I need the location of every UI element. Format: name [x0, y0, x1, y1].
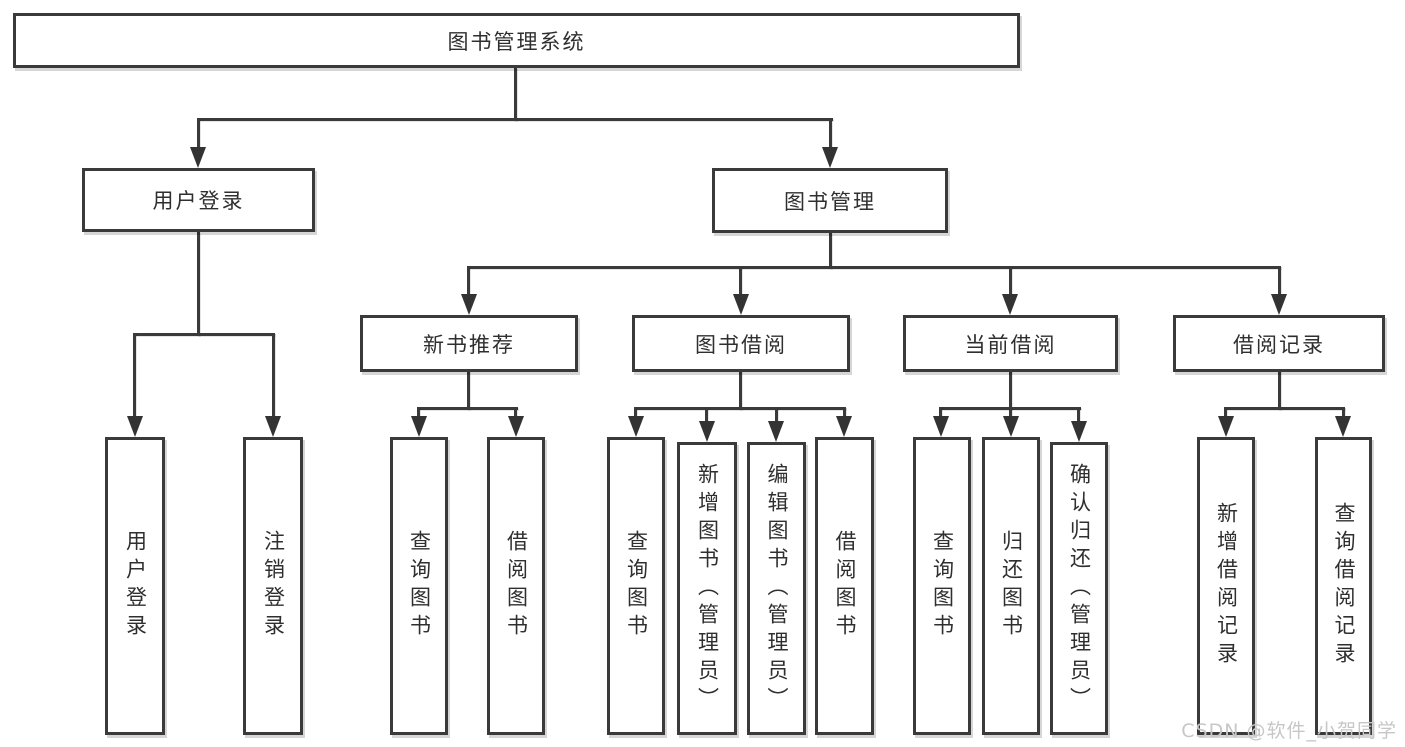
connector-line	[467, 266, 470, 298]
connector-line	[739, 266, 742, 298]
node-label: 图书管理系统	[447, 29, 586, 54]
node-root-book-management-system: 图书管理系统	[13, 13, 1020, 68]
connector-line	[1009, 266, 1012, 298]
arrowhead-down-icon	[1335, 416, 1351, 437]
leaf-query-borrow-record: 查询借阅记录	[1315, 437, 1372, 735]
leaf-query-books: 查询图书	[913, 437, 971, 735]
leaf-query-books: 查询图书	[390, 437, 448, 735]
node-label: 借阅图书	[504, 530, 529, 642]
arrowhead-down-icon	[508, 416, 524, 437]
connector-line	[197, 232, 200, 336]
node-label: 归还图书	[999, 530, 1024, 642]
node-label: 图书借阅	[695, 332, 787, 357]
node-book-management: 图书管理	[712, 168, 948, 233]
arrowhead-down-icon	[733, 294, 749, 315]
connector-bus	[467, 266, 1281, 269]
node-label: 用户登录	[123, 530, 148, 642]
leaf-add-books-admin: 新增图书（管理员）	[677, 442, 737, 735]
node-book-borrowing: 图书借阅	[632, 315, 850, 372]
connector-line	[843, 407, 846, 421]
leaf-query-books: 查询图书	[607, 437, 665, 735]
arrowhead-down-icon	[190, 147, 206, 168]
arrowhead-down-icon	[628, 416, 644, 437]
node-label: 当前借阅	[964, 332, 1057, 357]
leaf-borrow-books: 借阅图书	[487, 437, 545, 735]
arrowhead-down-icon	[1003, 416, 1019, 437]
connector-line	[939, 407, 942, 421]
node-label: 借阅图书	[833, 530, 857, 642]
connector-line	[829, 233, 832, 269]
arrowhead-down-icon	[699, 421, 715, 442]
connector-line	[467, 371, 470, 410]
leaf-borrow-books: 借阅图书	[815, 437, 874, 735]
arrowhead-down-icon	[1071, 421, 1087, 442]
arrowhead-down-icon	[933, 416, 949, 437]
connector-line	[634, 407, 637, 421]
connector-line	[829, 118, 832, 152]
connector-line	[705, 407, 708, 421]
arrowhead-down-icon	[1271, 294, 1287, 315]
node-label: 查询借阅记录	[1332, 502, 1356, 670]
connector-line	[1009, 407, 1012, 421]
connector-line	[1224, 407, 1227, 421]
leaf-confirm-return-admin: 确认归还（管理员）	[1050, 442, 1108, 735]
connector-line	[1077, 407, 1080, 421]
arrowhead-down-icon	[411, 416, 427, 437]
node-label: 新增借阅记录	[1214, 502, 1239, 670]
node-label: 查询图书	[624, 530, 649, 642]
node-label: 图书管理	[784, 189, 876, 214]
connector-line	[514, 68, 517, 121]
leaf-edit-books-admin: 编辑图书（管理员）	[747, 442, 806, 735]
leaf-return-books: 归还图书	[982, 437, 1040, 735]
leaf-logout: 注销登录	[243, 437, 303, 735]
node-label: 确认归还（管理员）	[1067, 462, 1092, 715]
node-label: 新书推荐	[423, 332, 515, 357]
leaf-add-borrow-record: 新增借阅记录	[1197, 437, 1255, 735]
connector-line	[1278, 371, 1281, 410]
connector-line	[1342, 407, 1345, 421]
connector-bus	[417, 407, 518, 410]
arrowhead-down-icon	[1218, 416, 1234, 437]
node-label: 编辑图书（管理员）	[765, 462, 789, 715]
connector-line	[197, 118, 200, 152]
arrowhead-down-icon	[127, 416, 143, 437]
node-label: 借阅记录	[1233, 332, 1325, 357]
node-borrowing-records: 借阅记录	[1173, 315, 1385, 372]
connector-bus	[133, 333, 275, 336]
arrowhead-down-icon	[461, 294, 477, 315]
connector-bus	[634, 407, 846, 410]
connector-line	[514, 407, 517, 421]
arrowhead-down-icon	[836, 416, 852, 437]
node-current-borrowing: 当前借阅	[903, 315, 1118, 372]
connector-bus	[1224, 407, 1345, 410]
connector-line	[739, 371, 742, 410]
connector-line	[417, 407, 420, 421]
connector-line	[133, 333, 136, 421]
connector-line	[272, 333, 275, 421]
node-label: 查询图书	[930, 530, 955, 642]
arrowhead-down-icon	[822, 147, 838, 168]
arrowhead-down-icon	[1002, 294, 1018, 315]
node-user-login: 用户登录	[82, 168, 315, 232]
leaf-user-login: 用户登录	[105, 437, 165, 735]
arrowhead-down-icon	[768, 421, 784, 442]
connector-line	[775, 407, 778, 421]
node-new-book-recommendation: 新书推荐	[360, 315, 578, 372]
arrowhead-down-icon	[265, 416, 281, 437]
connector-line	[1278, 266, 1281, 298]
connector-bus	[197, 118, 833, 121]
connector-line	[1009, 371, 1012, 410]
csdn-watermark: CSDN @软件_小贺同学	[1181, 720, 1397, 742]
node-label: 查询图书	[407, 530, 432, 642]
node-label: 注销登录	[261, 530, 286, 642]
node-label: 新增图书（管理员）	[695, 462, 720, 715]
node-label: 用户登录	[152, 189, 245, 213]
